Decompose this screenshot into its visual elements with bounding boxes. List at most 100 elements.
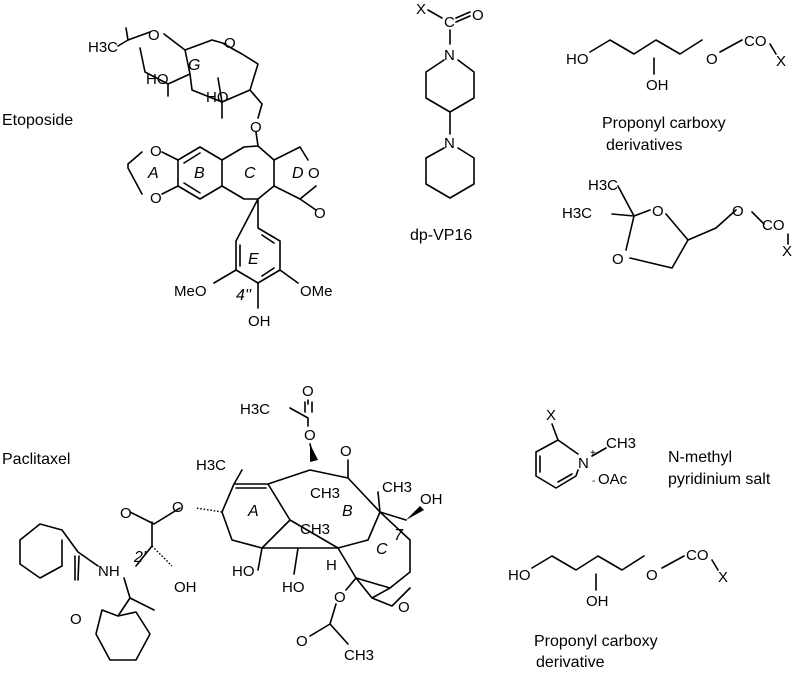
pyr-oac: OAc xyxy=(598,471,628,488)
carbonyl-o: O xyxy=(314,205,326,222)
pyr-name-line2: pyridinium salt xyxy=(668,471,771,488)
pc-x-label: X xyxy=(776,53,786,70)
ptx-bottom-acetyl-bonds xyxy=(309,577,357,645)
pyr-ch3: CH3 xyxy=(606,435,636,452)
ptx-ring-c-label: C xyxy=(376,541,388,558)
ptx-acetyl-o-top: O xyxy=(302,383,314,400)
ptx-side-chain-bonds xyxy=(19,507,181,661)
sugar-o2: O xyxy=(224,35,236,52)
ptx-oh-c7: OH xyxy=(420,491,443,508)
ptx-ester-o: O xyxy=(172,499,184,516)
ptx-ring-b-label: B xyxy=(342,503,353,520)
etoposide-name: Etoposide xyxy=(2,112,73,129)
ring-b-label: B xyxy=(194,165,205,182)
ptx-ester-o2: O xyxy=(120,505,132,522)
oh-label: OH xyxy=(248,313,271,330)
dp-o-label: O xyxy=(472,7,484,24)
ring-e-label: E xyxy=(248,251,259,268)
propanol-carboxy-top: HO OH O CO X Proponyl carboxy derivative… xyxy=(566,33,786,154)
acet-x: X xyxy=(782,243,792,260)
h3c-label: H3C xyxy=(88,39,118,56)
ring-d-bonds xyxy=(273,146,317,211)
ptx-ch3-a: CH3 xyxy=(310,485,340,502)
ptx-ch3-c: CH3 xyxy=(382,479,412,496)
paclitaxel-name: Paclitaxel xyxy=(2,451,70,468)
dioxole-o1: O xyxy=(150,143,162,160)
dp-vp16-structure: X C O N N dp-VP16 xyxy=(410,1,484,244)
acet-ch3-top: H3C xyxy=(588,177,618,194)
pyridinium-structure: X N + CH3 - OAc N-methyl pyridinium salt xyxy=(535,407,771,489)
glycoside-o: O xyxy=(250,119,262,136)
ptx-oxetane-o: O xyxy=(398,599,410,616)
sugar-o1: O xyxy=(148,27,160,44)
dp-vp16-bonds xyxy=(425,9,475,199)
pcb-co-label: CO xyxy=(686,547,709,564)
pcb-o-label: O xyxy=(646,567,658,584)
dp-c-label: C xyxy=(444,14,455,31)
ptx-acetyl-o-bottom: O xyxy=(334,589,346,606)
pc-o-label: O xyxy=(706,51,718,68)
ptx-ring-a-label: A xyxy=(247,503,259,520)
ptx-h3c-top: H3C xyxy=(240,401,270,418)
ptx-top-acetyl-bonds xyxy=(289,399,315,461)
ptx-oh-side: OH xyxy=(174,579,197,596)
dp-x-label: X xyxy=(416,1,426,18)
ptx-hash-ester xyxy=(195,507,223,513)
ptx-acetyl-o: O xyxy=(304,427,316,444)
acet-ring-o2: O xyxy=(612,251,624,268)
propanol-carboxy-bottom: HO OH O CO X Proponyl carboxy derivative xyxy=(508,547,728,671)
ring-c-bonds xyxy=(221,145,275,200)
ring-c-label: C xyxy=(244,165,256,182)
pc-co-label: CO xyxy=(744,33,767,50)
pyr-name-line1: N-methyl xyxy=(668,449,732,466)
pc-name-line2: derivatives xyxy=(606,137,682,154)
pc-name-line1: Proponyl carboxy xyxy=(602,115,726,132)
ptx-ring-core-bonds xyxy=(221,459,411,607)
pc-chain-bonds xyxy=(589,39,777,75)
paclitaxel-structure: Paclitaxel O H3C O O H3C CH3 CH3 CH3 OH … xyxy=(2,383,443,664)
acet-ch3-mid: H3C xyxy=(562,205,592,222)
ring-a-bonds xyxy=(127,151,179,195)
ome-label: OMe xyxy=(300,283,333,300)
ptx-nh: NH xyxy=(98,563,120,580)
ring-a-label: A xyxy=(147,165,159,182)
ptx-ho-c1: HO xyxy=(232,563,255,580)
ptx-acetyl-o-bottom2: O xyxy=(296,633,308,650)
ptx-h: H xyxy=(326,557,337,574)
pc-ho-label: HO xyxy=(566,51,589,68)
dp-n2-label: N xyxy=(444,135,455,152)
pyr-n: N xyxy=(578,455,589,472)
sugar-ring-bonds xyxy=(127,31,263,119)
pcb-oh-label: OH xyxy=(586,593,609,610)
pyr-plus: + xyxy=(590,448,596,459)
acet-co: CO xyxy=(762,217,785,234)
ring-e-bonds xyxy=(213,198,299,309)
ptx-amide-o: O xyxy=(70,611,82,628)
ptx-ch3-b: CH3 xyxy=(300,521,330,538)
ptx-ch3-bottom: CH3 xyxy=(344,647,374,664)
position-4pp-label: 4'' xyxy=(236,287,252,304)
pyr-x: X xyxy=(546,407,556,424)
acet-ring-o1: O xyxy=(652,203,664,220)
pcb-ho-label: HO xyxy=(508,567,531,584)
ptx-position-2p-label: 2' xyxy=(133,549,147,566)
dioxane-methyl-bond xyxy=(117,27,129,47)
pc-oh-label: OH xyxy=(646,77,669,94)
pcb-name-line2: derivative xyxy=(536,654,605,671)
dp-vp16-name: dp-VP16 xyxy=(410,227,472,244)
acet-o: O xyxy=(732,203,744,220)
ptx-wedge-acetyl xyxy=(310,444,318,462)
ptx-h3c-ring: H3C xyxy=(196,457,226,474)
acetonide-structure: H3C H3C O O O CO X xyxy=(562,177,792,269)
pyr-minus: - xyxy=(592,476,595,487)
pcb-name-line1: Proponyl carboxy xyxy=(534,633,658,650)
sugar-ho2: HO xyxy=(206,89,229,106)
ptx-hash-oh xyxy=(151,545,173,567)
pcb-x-label: X xyxy=(718,569,728,586)
dioxole-o2: O xyxy=(150,190,162,207)
glycoside-link-bond xyxy=(255,103,263,147)
sugar-ho1: HO xyxy=(146,71,169,88)
ptx-ho-c10: HO xyxy=(282,579,305,596)
lactone-o: O xyxy=(308,165,320,182)
